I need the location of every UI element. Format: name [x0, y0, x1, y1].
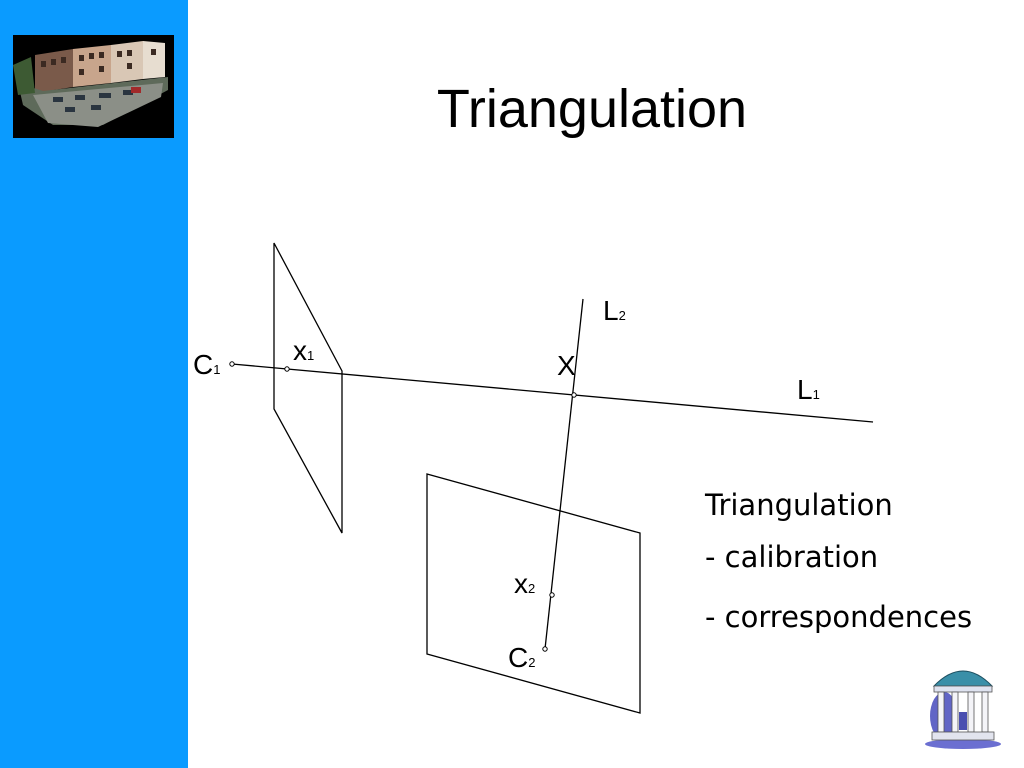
notes-block: Triangulation - calibration - correspond…: [705, 488, 972, 634]
slide-title: Triangulation: [436, 79, 748, 139]
label-x2: x2: [514, 568, 536, 599]
notes-item-correspondences: - correspondences: [705, 600, 973, 634]
label-l1: L1: [797, 374, 820, 405]
label-c1: C1: [193, 349, 221, 380]
label-c2: C2: [508, 642, 536, 673]
image-plane-1: [273, 242, 343, 534]
image-point-x2: [549, 592, 555, 598]
label-point-x: X: [557, 350, 576, 381]
notes-item-calibration: - calibration: [705, 540, 879, 574]
image-point-x1: [284, 366, 290, 372]
camera-center-c1-point: [229, 361, 235, 367]
point-x: [571, 392, 577, 398]
ray-l1: [231, 363, 874, 423]
label-l2: L2: [603, 295, 626, 326]
ray-l2: [544, 298, 584, 650]
notes-heading: Triangulation: [705, 488, 893, 522]
old-well-emblem: [925, 670, 1001, 749]
image-plane-2: [426, 473, 641, 714]
label-x1: x1: [293, 335, 315, 366]
street-scene-logo: [13, 35, 174, 138]
camera-center-c2-point: [542, 646, 548, 652]
